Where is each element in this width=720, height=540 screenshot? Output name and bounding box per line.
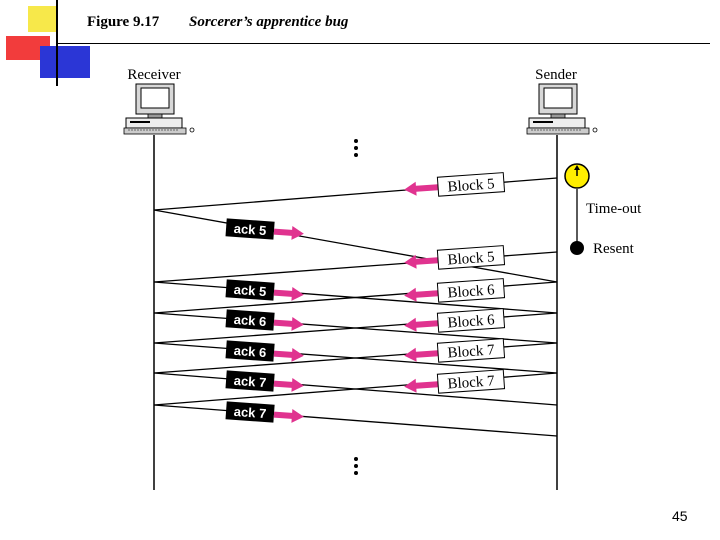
resent-dot: [570, 241, 584, 255]
ack-tag: ack 7: [225, 370, 304, 392]
ack-box: [225, 218, 275, 240]
resent-label: Resent: [593, 241, 635, 257]
block-tag: Block 6: [404, 278, 506, 303]
ack-text: ack 6: [233, 312, 267, 329]
ack-arrow: [273, 316, 304, 331]
block-tag: Block 5: [404, 172, 506, 197]
continuation-dots-top: [354, 139, 358, 157]
ack-tag: ack 6: [225, 340, 304, 362]
ack-arrow: [273, 225, 304, 240]
block-box: [436, 308, 506, 333]
ack-box: [225, 340, 275, 362]
ack-box: [225, 279, 275, 301]
block-arrow: [404, 317, 439, 332]
block-arrow: [404, 347, 439, 362]
block-labels: Block 5 Block 5 Block 6 Block 6 Block 7 Block…: [404, 172, 506, 394]
continuation-dots-bottom: [354, 457, 358, 475]
receiver-label: Receiver: [127, 67, 180, 83]
block-arrow: [404, 254, 439, 269]
ack-text: ack 7: [233, 373, 267, 390]
block-tag: Block 6: [404, 308, 506, 333]
block-box: [436, 245, 506, 270]
ack-text: ack 6: [233, 343, 267, 360]
ack-tag: ack 6: [225, 309, 304, 331]
title-rule: [58, 43, 710, 44]
ack-box: [225, 370, 275, 392]
block-tag: Block 7: [404, 338, 506, 363]
ack-box: [225, 401, 275, 423]
block-text: Block 5: [447, 249, 495, 268]
block-box: [436, 338, 506, 363]
ack-text: ack 7: [233, 404, 267, 421]
sender-label: Sender: [535, 67, 577, 83]
ack-arrow: [273, 377, 304, 392]
block-box: [436, 369, 506, 394]
block-arrow: [404, 378, 439, 393]
decor-vertical-rule: [56, 0, 58, 86]
figure-label: Figure 9.17: [87, 14, 160, 30]
block-box: [436, 172, 506, 197]
block-tag: Block 7: [404, 369, 506, 394]
block-arrow: [404, 287, 439, 302]
decor-blue-square: [40, 46, 90, 78]
block-arrow: [404, 181, 439, 196]
ack-arrow: [273, 408, 304, 423]
timeout-label: Time-out: [586, 201, 642, 217]
message-lines: [153, 177, 558, 437]
ack-tag: ack 5: [225, 218, 304, 240]
block-text: Block 5: [447, 176, 495, 195]
ack-box: [225, 309, 275, 331]
block-text: Block 7: [447, 373, 496, 392]
block-text: Block 6: [447, 312, 496, 331]
sender-computer-icon: [526, 83, 598, 135]
ack-arrow: [273, 286, 304, 301]
block-tag: Block 5: [404, 245, 506, 270]
figure-caption: Sorcerer’s apprentice bug: [189, 14, 349, 30]
ack-text: ack 5: [233, 282, 267, 299]
page-number: 45: [672, 508, 688, 524]
block-text: Block 7: [447, 342, 496, 361]
decor-yellow-square: [28, 6, 58, 32]
timer-clock-icon: [564, 163, 590, 189]
ack-labels: ack 5 ack 5 ack 6 ack 6 ack 7 ack 7: [225, 218, 304, 423]
block-box: [436, 278, 506, 303]
ack-tag: ack 5: [225, 279, 304, 301]
ack-text: ack 5: [233, 221, 267, 238]
block-text: Block 6: [447, 282, 496, 301]
ack-arrow: [273, 347, 304, 362]
ack-tag: ack 7: [225, 401, 304, 423]
receiver-computer-icon: [123, 83, 195, 135]
